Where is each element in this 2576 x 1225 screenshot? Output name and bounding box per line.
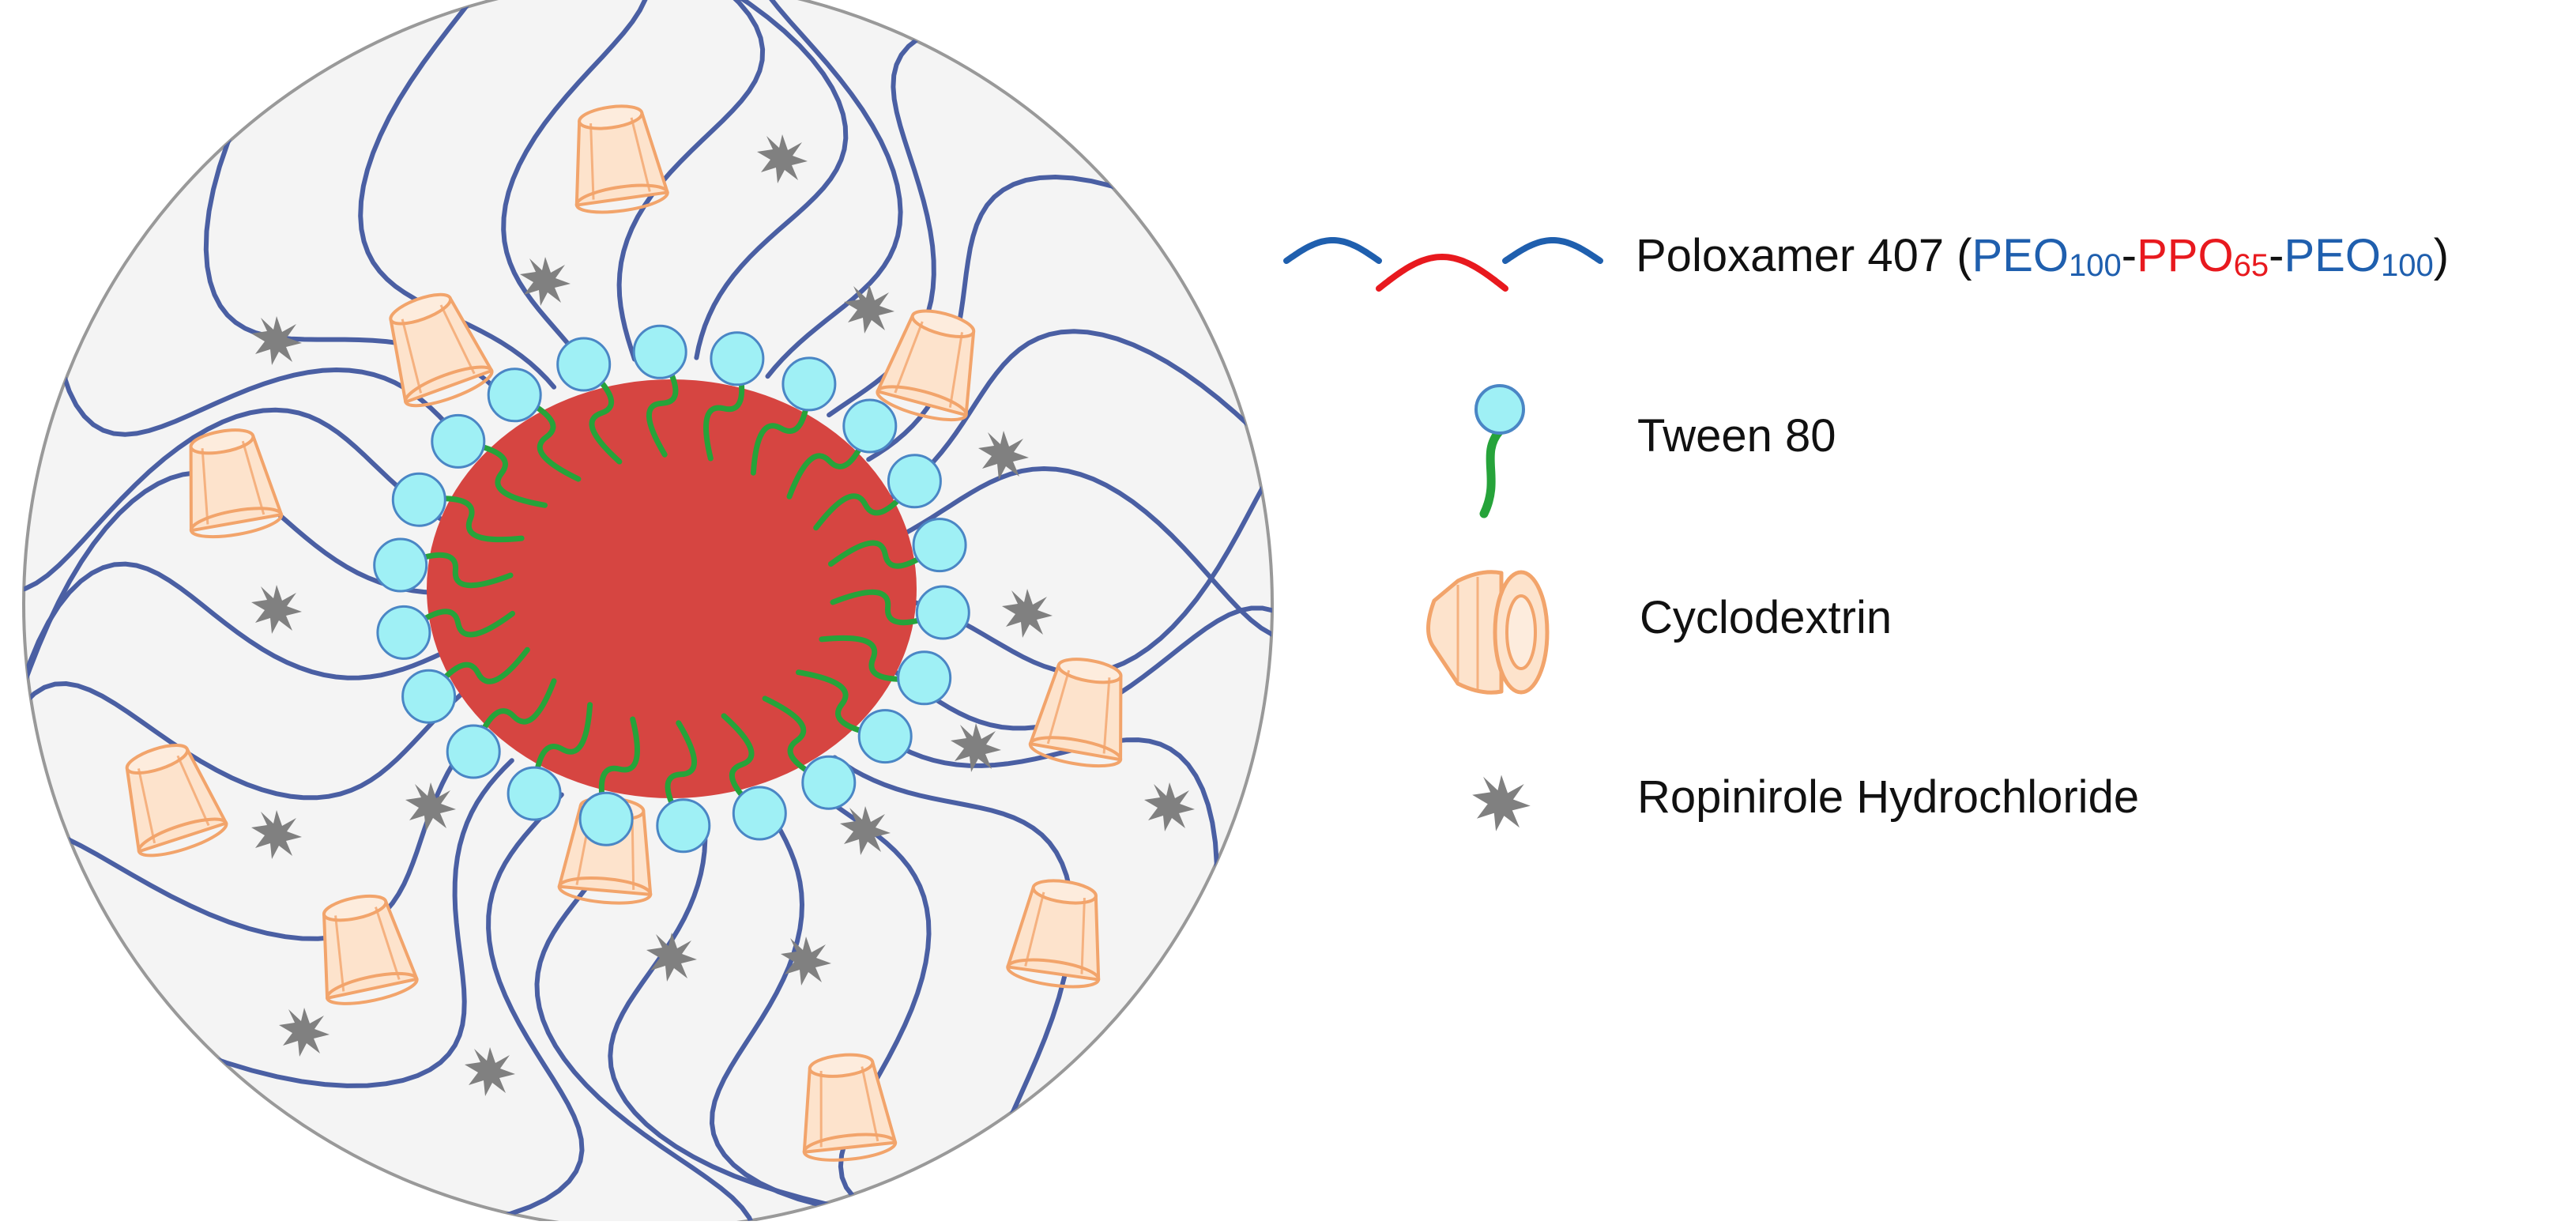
tween-tail: [598, 716, 640, 822]
peo-block-1: PEO100: [1972, 230, 2122, 283]
legend-tween-label: Tween 80: [1637, 410, 1836, 462]
tween-tail: [703, 356, 745, 462]
tween-head: [915, 585, 970, 640]
tween-head: [507, 766, 562, 821]
tween-head: [912, 518, 967, 573]
tween-head: [801, 755, 857, 810]
tween-tail: [819, 635, 928, 682]
tween-tail: [470, 678, 557, 755]
tween-head: [391, 472, 446, 527]
legend-tween: Tween 80: [1637, 409, 1836, 462]
tween-tail: [796, 669, 888, 740]
peo-chain: [358, 0, 557, 390]
tween-head: [887, 454, 942, 509]
poloxamer-prefix: Poloxamer 407 (: [1636, 230, 1972, 281]
tween-head: [656, 798, 711, 854]
tween-heads: [373, 324, 970, 854]
tween-head: [732, 786, 787, 841]
cyclodextrin-cone-icon: [1426, 570, 1550, 695]
ppo-block: PPO65: [2137, 230, 2269, 283]
tween-tail: [397, 552, 514, 589]
peo-chain: [608, 816, 894, 1222]
tween-head: [842, 398, 898, 454]
tween-tails: [397, 349, 946, 829]
tween-tail: [416, 496, 525, 543]
tween-tail: [786, 423, 873, 499]
legend-drug-label: Ropinirole Hydrochloride: [1637, 771, 2140, 823]
tween-tail: [721, 713, 763, 816]
tween-head: [431, 413, 486, 469]
tween-head: [857, 709, 913, 764]
tween-head: [781, 356, 837, 412]
peo-chain: [746, 0, 903, 379]
legend-poloxamer: Poloxamer 407 (PEO100-PPO65-PEO100): [1636, 229, 2449, 284]
peo-chain: [24, 680, 463, 801]
tween-head: [373, 537, 428, 593]
legend-drug: Ropinirole Hydrochloride: [1637, 771, 2139, 824]
tween-tail: [581, 361, 623, 465]
peo-chain: [605, 0, 849, 360]
peo-chain: [461, 792, 585, 1225]
peo-chain: [501, 0, 652, 374]
peo-chain: [899, 466, 1272, 643]
peo-chain: [24, 407, 447, 594]
tween-tail: [830, 589, 946, 626]
tween-head: [487, 368, 542, 423]
drug-star-icon: [1472, 775, 1531, 831]
tween-tail: [665, 720, 698, 829]
surfactant-icon: [1474, 384, 1525, 518]
tween-head: [897, 650, 952, 706]
peo-chain: [709, 801, 903, 1219]
tween-tail: [455, 438, 548, 508]
legend-cyclodextrin-label: Cyclodextrin: [1640, 592, 1892, 643]
peo-chain: [53, 305, 480, 459]
peo-chain: [173, 758, 514, 1088]
micelle-core: [427, 379, 917, 798]
tween-head: [710, 331, 765, 386]
tween-tail: [531, 702, 593, 797]
tween-tail: [828, 540, 943, 569]
tween-head: [578, 791, 634, 846]
peo-ppo-peo-chain-icon: [1283, 237, 1603, 292]
tween-head: [556, 337, 612, 392]
tween-tail: [426, 646, 530, 699]
tween-tail: [401, 609, 515, 638]
peo-chain: [593, 0, 766, 362]
tween-head: [401, 669, 457, 724]
legend-poloxamer-label: Poloxamer 407 (PEO100-PPO65-PEO100): [1636, 230, 2450, 283]
peo-chain: [24, 561, 446, 742]
peo-block-2: PEO100: [2284, 230, 2434, 283]
legend-cyclodextrin: Cyclodextrin: [1640, 591, 1892, 644]
tween-head: [376, 605, 431, 660]
peo-chain: [832, 755, 1075, 1179]
tween-head: [446, 724, 501, 779]
tween-head: [632, 324, 687, 379]
tween-tail: [813, 478, 917, 531]
tween-tail: [750, 381, 812, 476]
tween-tail: [762, 695, 832, 786]
tween-tail: [646, 349, 679, 458]
tween-tail: [511, 392, 582, 482]
